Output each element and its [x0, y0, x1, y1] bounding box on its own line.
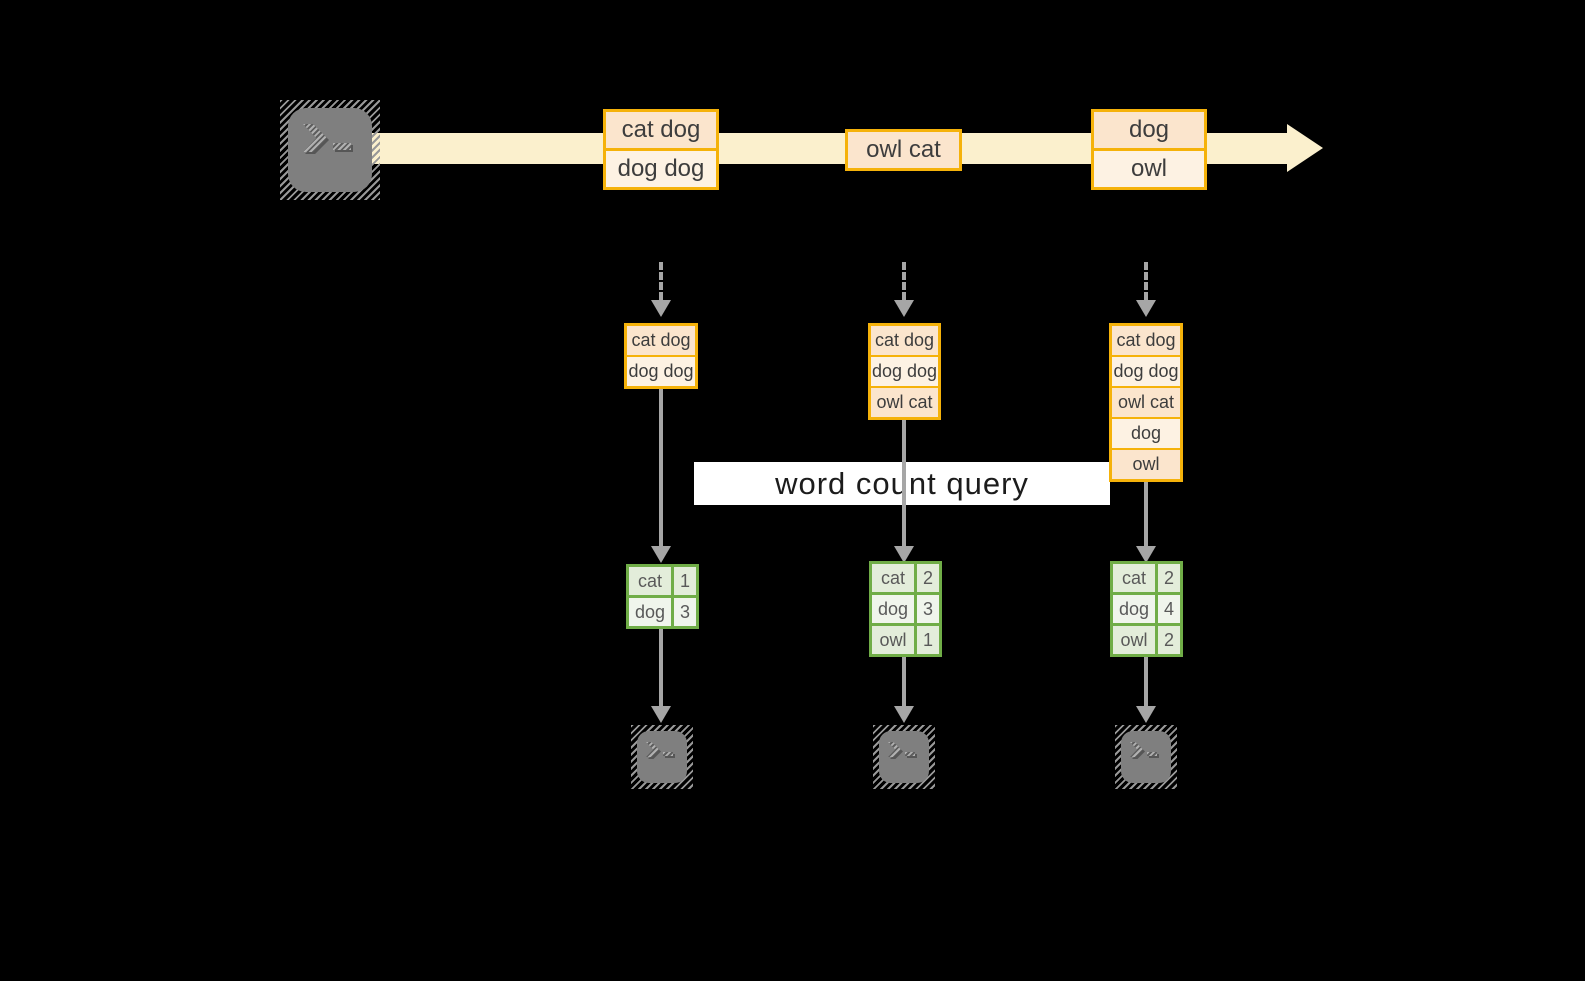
stream-event-batch-2: owl cat [845, 129, 962, 171]
state-line: cat dog [627, 326, 695, 355]
dashed-arrow-head-icon [651, 300, 671, 317]
count-table-3: cat 2 dog 4 owl 2 [1110, 561, 1183, 657]
stream-event-batch-3: dog owl [1091, 109, 1207, 190]
count-value: 3 [917, 595, 939, 623]
arrow-line [1144, 482, 1148, 546]
count-word: dog [872, 595, 914, 623]
count-table-2: cat 2 dog 3 owl 1 [869, 561, 942, 657]
stream-event-batch-1: cat dog dog dog [603, 109, 719, 190]
count-word: dog [629, 598, 671, 626]
cursor-underscore-icon [333, 143, 351, 150]
sink-terminal-icon [1115, 725, 1177, 789]
arrow-line [659, 389, 663, 546]
state-line: owl [1112, 448, 1180, 479]
count-value: 3 [674, 598, 696, 626]
arrow-head-icon [651, 706, 671, 723]
prompt-icon [303, 124, 351, 152]
arrow-line [902, 657, 906, 706]
event-line: dog [1094, 112, 1204, 148]
arrow-head-icon [1136, 706, 1156, 723]
state-line: dog dog [871, 355, 938, 386]
arrow-head-icon [651, 546, 671, 563]
dashed-arrow-head-icon [1136, 300, 1156, 317]
count-value: 2 [917, 564, 939, 592]
state-stack-1: cat dog dog dog [624, 323, 698, 389]
terminal-screen [1121, 731, 1171, 783]
state-line: owl cat [1112, 386, 1180, 417]
state-line: dog [1112, 417, 1180, 448]
state-line: owl cat [871, 386, 938, 417]
dashed-arrow-line [659, 262, 663, 300]
dashed-arrow-line [902, 262, 906, 300]
dashed-arrow-line [1144, 262, 1148, 300]
prompt-icon [646, 742, 673, 757]
count-value: 4 [1158, 595, 1180, 623]
sink-terminal-icon [873, 725, 935, 789]
event-line: dog dog [606, 148, 716, 187]
terminal-screen [879, 731, 929, 783]
count-value: 1 [674, 567, 696, 595]
query-label: word count query [775, 465, 1029, 501]
cursor-underscore-icon [1147, 752, 1157, 756]
count-word: owl [1113, 626, 1155, 654]
chevron-right-icon [646, 742, 659, 757]
event-line: owl cat [848, 132, 959, 168]
stream-arrowhead-icon [1287, 124, 1323, 172]
terminal-screen [288, 108, 372, 192]
count-word: cat [1113, 564, 1155, 592]
cursor-underscore-icon [905, 752, 915, 756]
terminal-screen [637, 731, 687, 783]
dashed-arrow-head-icon [894, 300, 914, 317]
sink-terminal-icon [631, 725, 693, 789]
state-line: cat dog [871, 326, 938, 355]
chevron-right-icon [303, 124, 327, 152]
count-word: owl [872, 626, 914, 654]
prompt-icon [888, 742, 915, 757]
count-word: cat [872, 564, 914, 592]
state-line: dog dog [627, 355, 695, 386]
prompt-icon [1130, 742, 1157, 757]
source-terminal-icon [280, 100, 380, 200]
arrow-head-icon [894, 546, 914, 563]
arrow-head-icon [1136, 546, 1156, 563]
state-stack-2: cat dog dog dog owl cat [868, 323, 941, 420]
count-value: 2 [1158, 564, 1180, 592]
chevron-right-icon [888, 742, 901, 757]
count-table-1: cat 1 dog 3 [626, 564, 699, 629]
count-value: 1 [917, 626, 939, 654]
state-line: dog dog [1112, 355, 1180, 386]
arrow-line [1144, 657, 1148, 706]
arrow-head-icon [894, 706, 914, 723]
count-word: dog [1113, 595, 1155, 623]
count-value: 2 [1158, 626, 1180, 654]
arrow-line [659, 629, 663, 706]
count-word: cat [629, 567, 671, 595]
cursor-underscore-icon [663, 752, 673, 756]
state-stack-3: cat dog dog dog owl cat dog owl [1109, 323, 1183, 482]
state-line: cat dog [1112, 326, 1180, 355]
arrow-line [902, 420, 906, 546]
chevron-right-icon [1130, 742, 1143, 757]
event-line: owl [1094, 148, 1204, 187]
event-line: cat dog [606, 112, 716, 148]
